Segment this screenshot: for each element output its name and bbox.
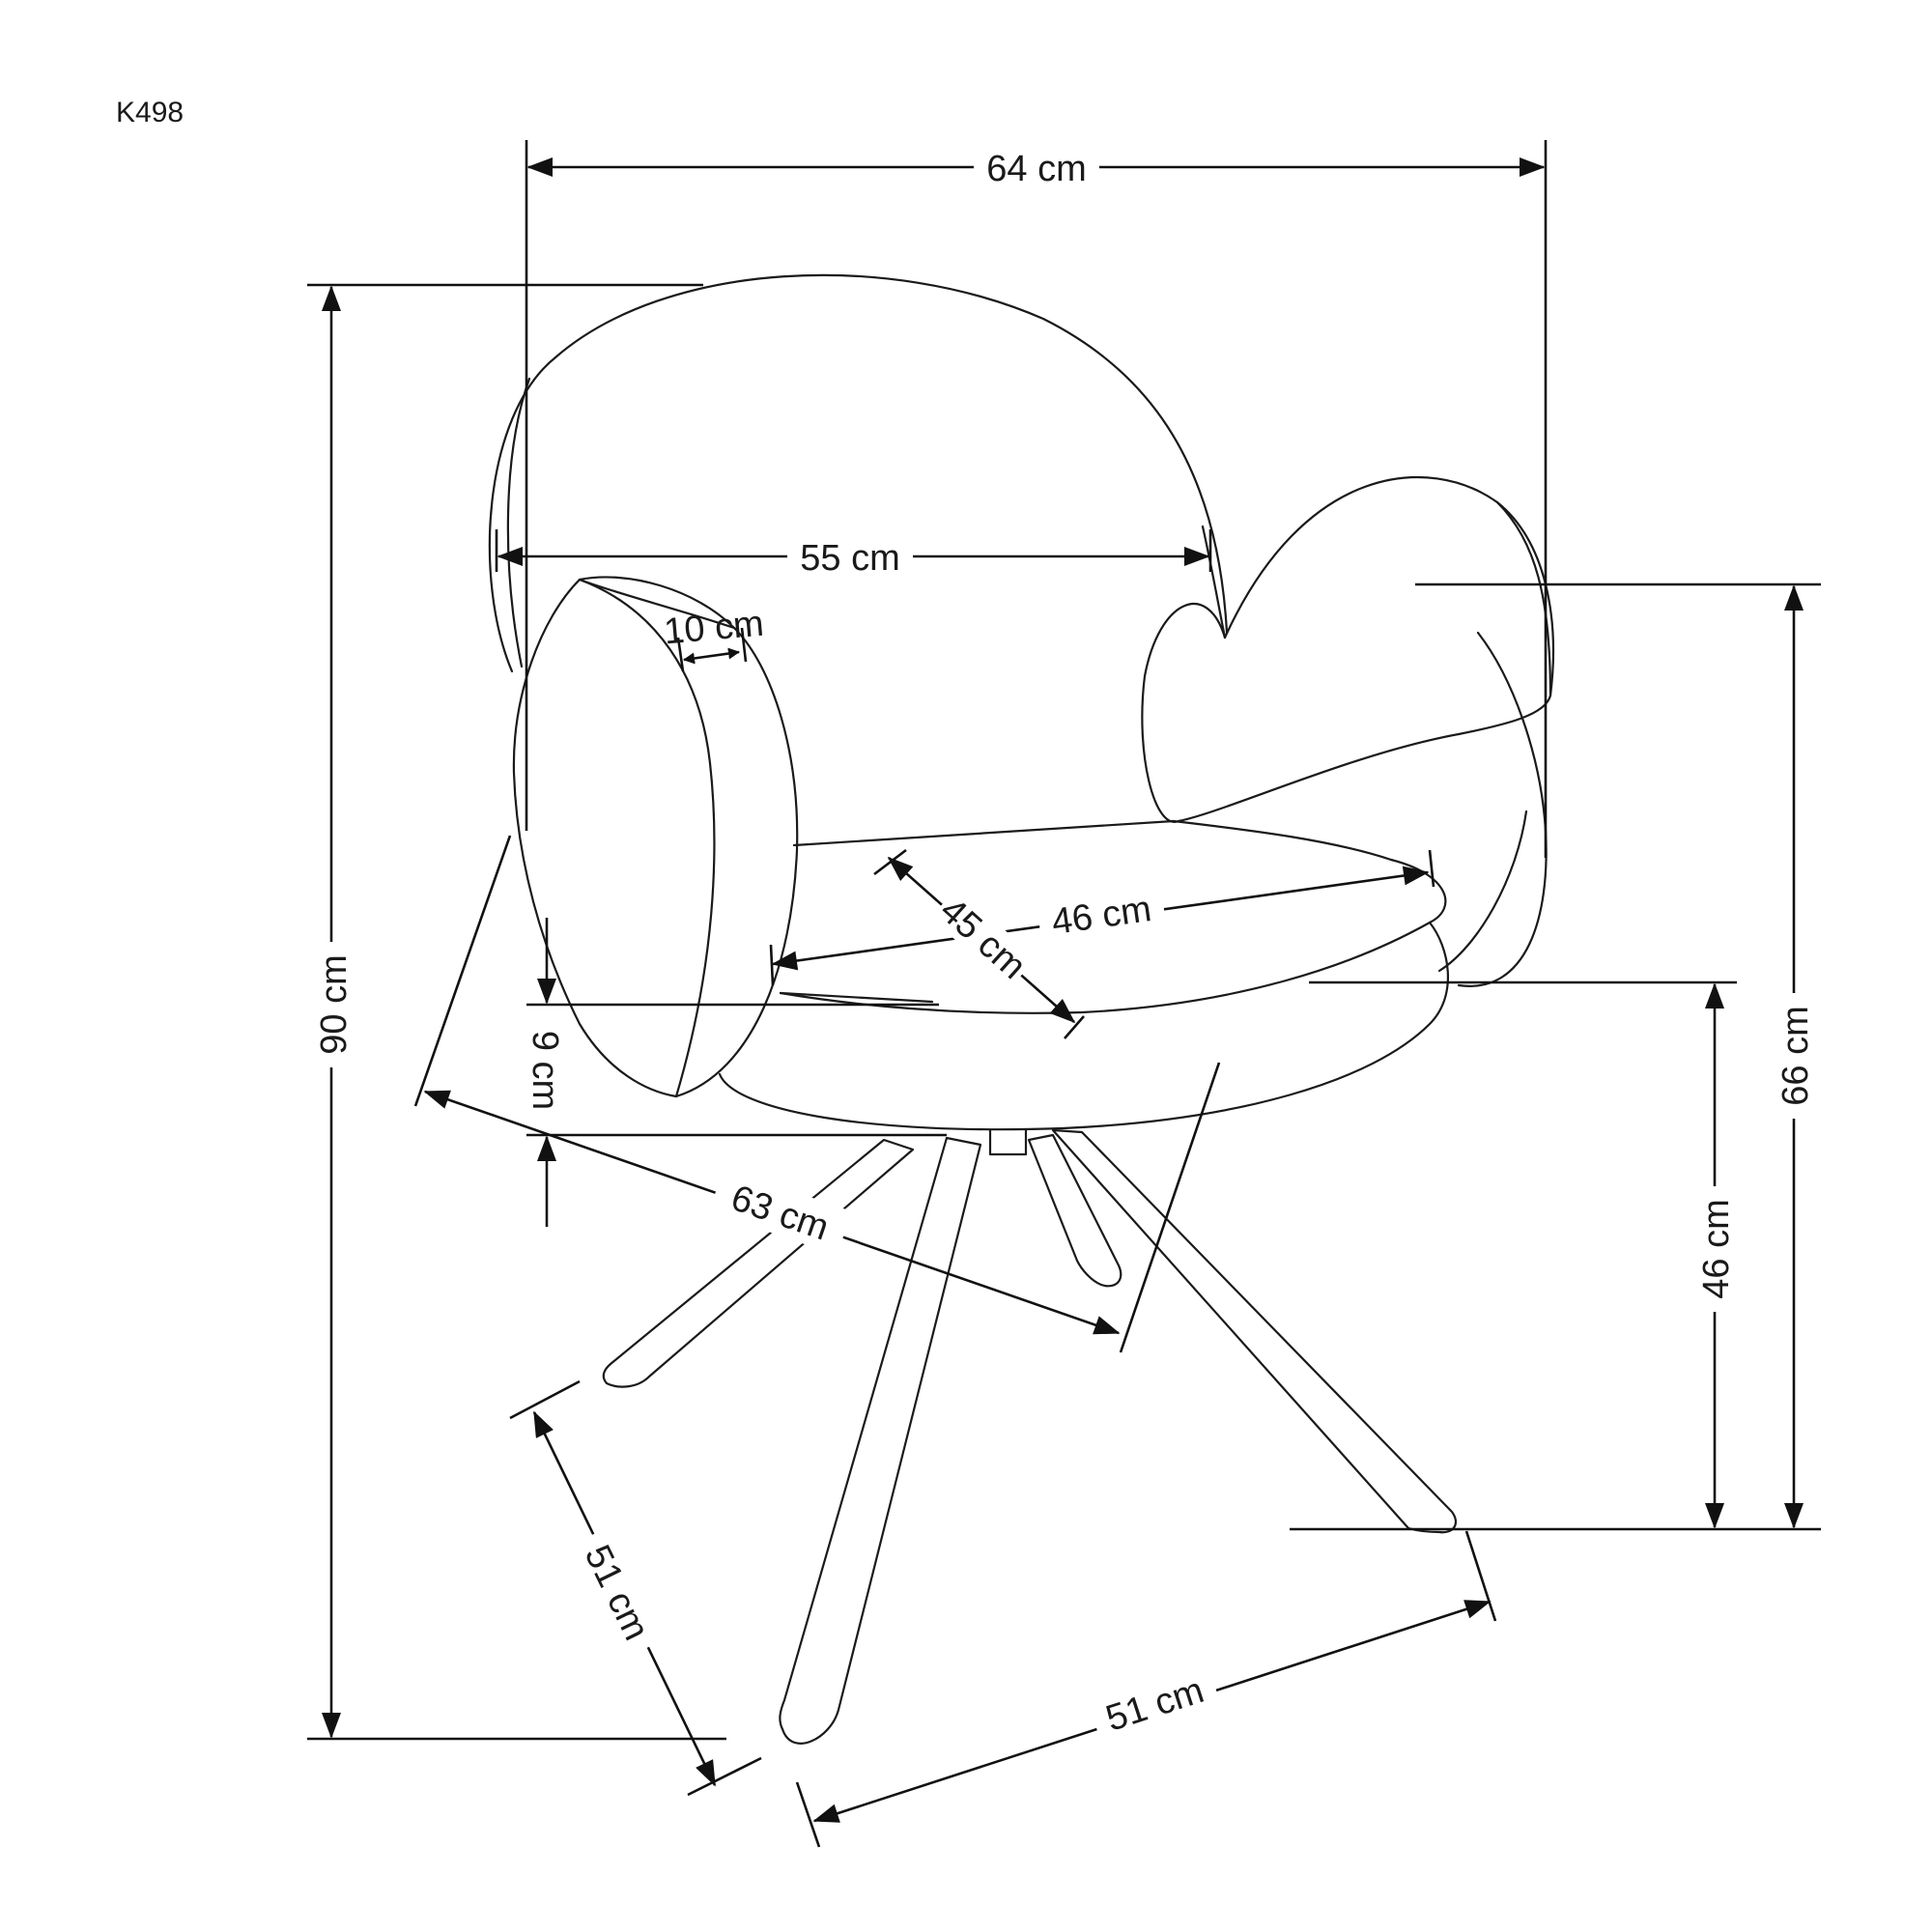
right-armrest xyxy=(1141,475,1555,823)
dimension-lines xyxy=(307,140,1821,1848)
backrest-inner-edge xyxy=(506,377,531,668)
right-armrest-lower xyxy=(1437,810,1528,973)
dimension-labels: 64 cm 55 cm 10 cm 46 cm 45 cm 90 cm 9 cm… xyxy=(314,149,1816,1740)
label-cushion-height: 9 cm xyxy=(525,1031,565,1110)
chair-outline xyxy=(488,273,1555,1131)
swivel-hub xyxy=(988,1128,1028,1156)
leg-back-left xyxy=(602,1138,915,1388)
right-armrest-back xyxy=(1457,631,1548,987)
left-armrest-top xyxy=(578,578,736,630)
right-armrest-side xyxy=(1495,500,1552,697)
backrest xyxy=(488,273,1229,673)
label-width: 64 cm xyxy=(986,149,1086,189)
label-back-width: 55 cm xyxy=(800,538,899,579)
label-seat-height: 46 cm xyxy=(1696,1199,1737,1298)
label-total-height: 90 cm xyxy=(314,954,355,1054)
left-armrest xyxy=(512,576,799,1098)
backrest-rim xyxy=(1201,525,1227,639)
left-armrest-face xyxy=(578,578,716,1098)
chair-base xyxy=(602,1128,1457,1745)
label-armrest-thickness: 10 cm xyxy=(663,604,766,653)
seat-front xyxy=(718,921,1449,1131)
model-label: K498 xyxy=(116,97,184,128)
label-base-depth: 51 cm xyxy=(577,1539,657,1646)
label-armrest-height: 66 cm xyxy=(1776,1006,1816,1105)
